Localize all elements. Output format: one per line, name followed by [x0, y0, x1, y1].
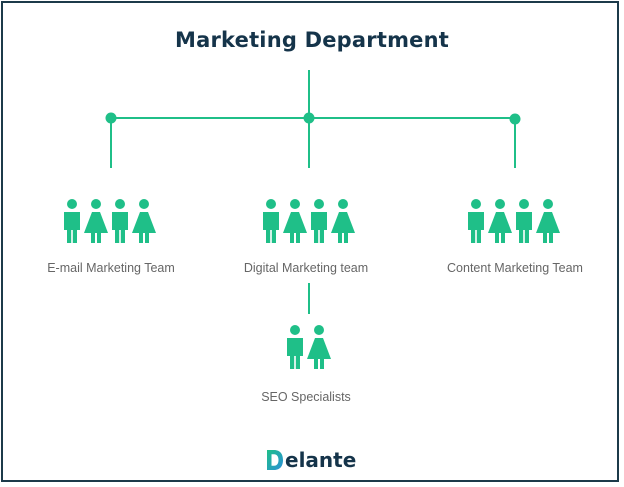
node-dot-digital — [303, 112, 315, 124]
female-person-icon — [488, 199, 512, 243]
delante-logo: elante — [265, 447, 356, 473]
delante-logo-text: elante — [285, 448, 357, 472]
team-label-content: Content Marketing Team — [447, 261, 583, 275]
female-person-icon — [536, 199, 560, 243]
subteam-label-seo: SEO Specialists — [261, 390, 351, 404]
male-person-icon — [468, 199, 484, 243]
male-person-icon — [112, 199, 128, 243]
team-label-email: E-mail Marketing Team — [47, 261, 175, 275]
female-person-icon — [307, 325, 331, 369]
male-person-icon — [64, 199, 80, 243]
male-person-icon — [516, 199, 532, 243]
female-person-icon — [283, 199, 307, 243]
male-person-icon — [263, 199, 279, 243]
node-dot-content — [509, 113, 521, 125]
diagram-title: Marketing Department — [175, 28, 449, 52]
delante-logo-mark — [267, 450, 283, 470]
team-label-digital: Digital Marketing team — [243, 261, 369, 275]
female-person-icon — [132, 199, 156, 243]
male-person-icon — [311, 199, 327, 243]
male-person-icon — [287, 325, 303, 369]
female-person-icon — [84, 199, 108, 243]
node-dot-email — [105, 112, 117, 124]
female-person-icon — [331, 199, 355, 243]
